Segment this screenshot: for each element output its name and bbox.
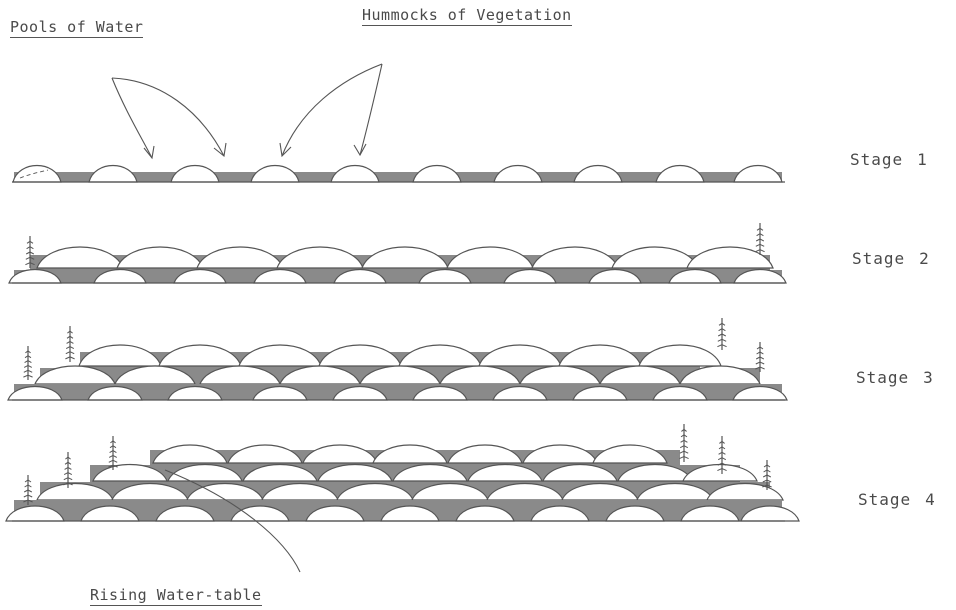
pools-arrow-right <box>112 78 224 156</box>
hummock <box>251 166 299 183</box>
stage-3-label: Stage 3 <box>856 368 934 387</box>
hummock <box>494 166 542 183</box>
hummock <box>574 166 622 183</box>
hummock <box>13 166 61 183</box>
hummock <box>79 345 161 366</box>
hummocks-of-vegetation-text: Hummocks of Vegetation <box>362 6 572 26</box>
stage-number: 4 <box>925 490 936 509</box>
hummock <box>117 247 203 268</box>
hummock <box>228 445 302 463</box>
hummocks-arrow-left <box>282 64 382 156</box>
hummock <box>559 345 641 366</box>
hummock <box>448 445 522 463</box>
hummock <box>331 166 379 183</box>
stage-word: Stage <box>856 368 909 387</box>
hummock <box>303 445 377 463</box>
hummock <box>319 345 401 366</box>
stage-3-cross-section <box>8 318 787 400</box>
stage-number: 2 <box>919 249 930 268</box>
hummock <box>171 166 219 183</box>
hummock <box>593 445 667 463</box>
stage-2-cross-section <box>9 223 786 283</box>
stage-4-cross-section <box>6 424 799 521</box>
stage-number: 3 <box>923 368 934 387</box>
hummock <box>639 345 721 366</box>
hummock <box>197 247 283 268</box>
hummock <box>612 247 698 268</box>
hummocks-arrow-right <box>360 64 382 155</box>
stage-word: Stage <box>850 150 903 169</box>
stage-2-label: Stage 2 <box>852 249 930 268</box>
hummock <box>734 166 782 183</box>
hummock <box>362 247 448 268</box>
hummock <box>447 247 533 268</box>
hummock <box>373 445 447 463</box>
rising-water-table-label: Rising Water-table <box>90 586 262 604</box>
stage-4-label: Stage 4 <box>858 490 936 509</box>
hummock <box>159 345 241 366</box>
hummock <box>413 166 461 183</box>
hummock <box>656 166 704 183</box>
stage-1-label: Stage 1 <box>850 150 928 169</box>
pools-arrow-left <box>112 78 152 158</box>
hummocks-arrow-left-head <box>280 143 291 156</box>
hummock <box>523 445 597 463</box>
hummocks-of-vegetation-label: Hummocks of Vegetation <box>362 6 572 24</box>
pools-of-water-text: Pools of Water <box>10 18 143 38</box>
hummock <box>532 247 618 268</box>
hummock <box>153 445 227 463</box>
hummock <box>399 345 481 366</box>
stage-1-cross-section <box>12 166 785 183</box>
stage-word: Stage <box>852 249 905 268</box>
hummock <box>37 247 123 268</box>
hummock <box>239 345 321 366</box>
hummock <box>277 247 363 268</box>
stage-number: 1 <box>917 150 928 169</box>
hummock <box>89 166 137 183</box>
hummock <box>479 345 561 366</box>
rising-water-table-text: Rising Water-table <box>90 586 262 606</box>
pools-of-water-label: Pools of Water <box>10 18 143 36</box>
stage-word: Stage <box>858 490 911 509</box>
